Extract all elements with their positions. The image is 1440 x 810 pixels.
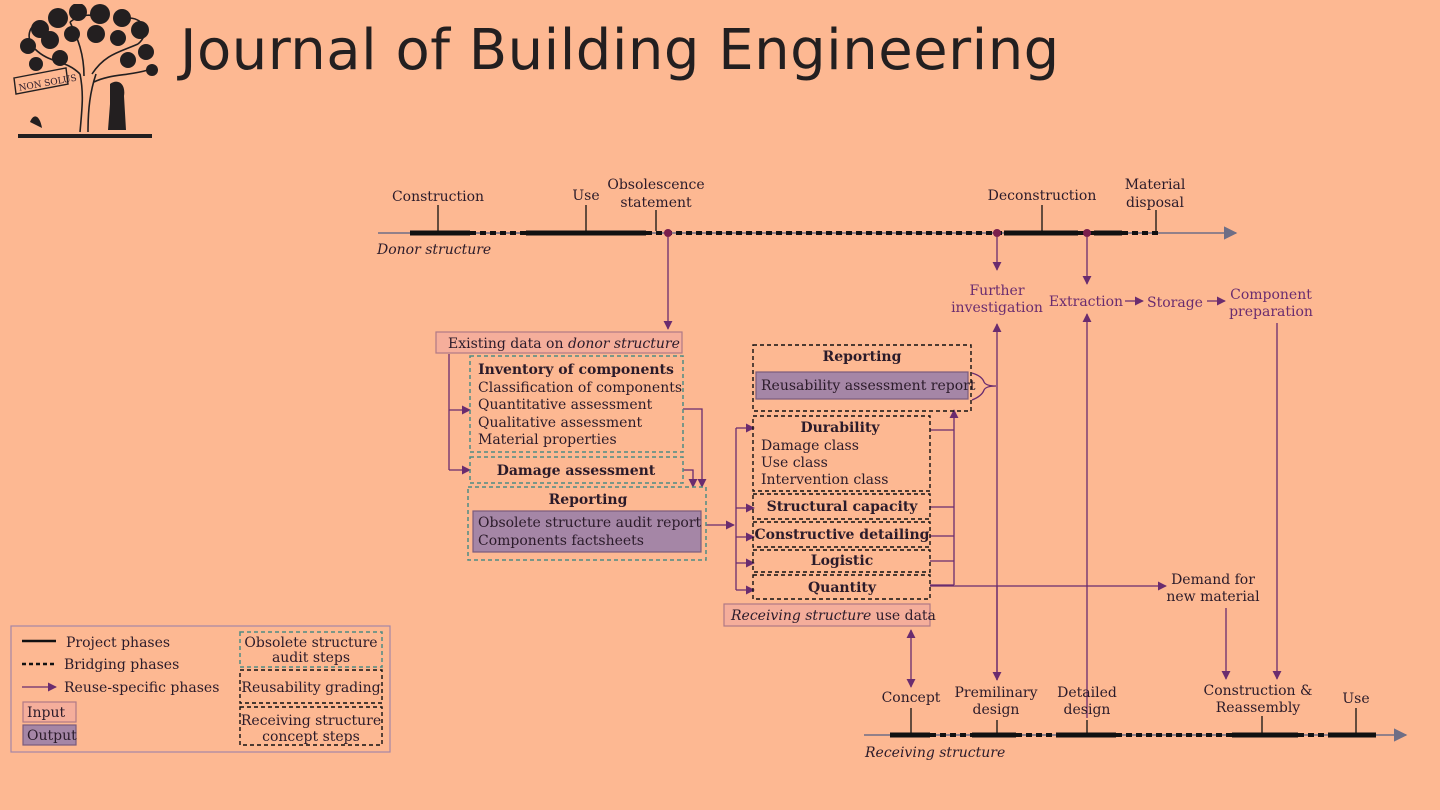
structural-capacity: Structural capacity — [767, 499, 919, 515]
durability-item: Intervention class — [761, 472, 888, 488]
phase-material-disposal: Material — [1125, 177, 1186, 193]
phase-use: Use — [572, 188, 599, 204]
legend-output: Output — [27, 728, 77, 744]
legend-input: Input — [27, 705, 66, 721]
legend-project-phases: Project phases — [66, 635, 170, 651]
inventory-item: Classification of components — [478, 380, 682, 396]
legend-reusability-grading: Reusability grading — [241, 680, 380, 696]
phase-construction-reassembly-line2: Reassembly — [1216, 700, 1301, 716]
constructive-detailing: Constructive detailing — [755, 527, 930, 543]
legend-concept-steps-line2: concept steps — [262, 729, 360, 745]
legend: Project phases Bridging phases Reuse-spe… — [10, 625, 391, 753]
reuse-arrows — [448, 237, 1282, 718]
receiving-data-input: Receiving structure use data — [730, 608, 936, 624]
audit-report-output: Obsolete structure audit report — [478, 515, 702, 531]
audit-reporting-title: Reporting — [549, 492, 628, 508]
journal-title: Journal of Building Engineering — [180, 18, 1060, 83]
audit-block: Existing data on donor structure Invento… — [435, 331, 707, 561]
demand-label-line2: new material — [1166, 589, 1260, 605]
journal-header: NON SOLUS Journal of Building Engineerin… — [0, 0, 1440, 140]
phase-preliminary-design-line2: design — [973, 702, 1020, 718]
phase-construction: Construction — [392, 189, 484, 205]
durability-title: Durability — [800, 420, 880, 436]
receiving-structure-label: Receiving structure — [864, 745, 1005, 761]
damage-assessment: Damage assessment — [497, 463, 656, 479]
component-preparation-label: Component — [1230, 287, 1312, 303]
further-investigation-label-line2: investigation — [951, 300, 1043, 316]
component-preparation-label-line2: preparation — [1229, 304, 1313, 320]
phase-obsolescence: Obsolescence — [607, 177, 704, 193]
phase-detailed-design-line2: design — [1064, 702, 1111, 718]
extraction-label: Extraction — [1049, 294, 1123, 310]
inventory-title: Inventory of components — [478, 362, 674, 378]
phase-construction-reassembly: Construction & — [1204, 683, 1313, 699]
receiving-timeline: Concept Premilinary design Detailed desi… — [864, 683, 1408, 761]
publisher-logo: NON SOLUS — [13, 4, 158, 138]
phase-material-disposal-line2: disposal — [1126, 195, 1185, 211]
grading-block: Reporting Reusability assessment report … — [723, 344, 976, 627]
donor-timeline: Construction Use Obsolescence statement … — [376, 177, 1238, 258]
inventory-item: Qualitative assessment — [478, 415, 642, 431]
reusability-report-output: Reusability assessment report — [761, 378, 976, 394]
storage-label: Storage — [1147, 295, 1203, 311]
grading-reporting-title: Reporting — [823, 349, 902, 365]
phase-use-receiving: Use — [1342, 691, 1369, 707]
phase-concept: Concept — [882, 690, 941, 706]
factsheets-output: Components factsheets — [478, 533, 644, 549]
legend-concept-steps: Receiving structure — [241, 713, 381, 729]
donor-structure-label: Donor structure — [376, 242, 491, 258]
existing-data-input: Existing data on donor structure — [448, 336, 680, 352]
demand-label: Demand for — [1171, 572, 1255, 588]
phase-preliminary-design: Premilinary — [954, 685, 1037, 701]
legend-reuse-phases: Reuse-specific phases — [64, 680, 219, 696]
durability-item: Use class — [761, 455, 828, 471]
phase-detailed-design: Detailed — [1057, 685, 1117, 701]
inventory-item: Quantitative assessment — [478, 397, 653, 413]
logistic: Logistic — [811, 553, 873, 569]
legend-bridging-phases: Bridging phases — [64, 657, 179, 673]
phase-obsolescence-line2: statement — [620, 195, 692, 211]
quantity: Quantity — [808, 580, 877, 596]
inventory-item: Material properties — [478, 432, 617, 448]
further-investigation-label: Further — [969, 283, 1024, 299]
legend-audit-steps: Obsolete structure — [244, 635, 377, 651]
durability-item: Damage class — [761, 438, 859, 454]
legend-audit-steps-line2: audit steps — [272, 650, 350, 666]
phase-deconstruction: Deconstruction — [988, 188, 1097, 204]
